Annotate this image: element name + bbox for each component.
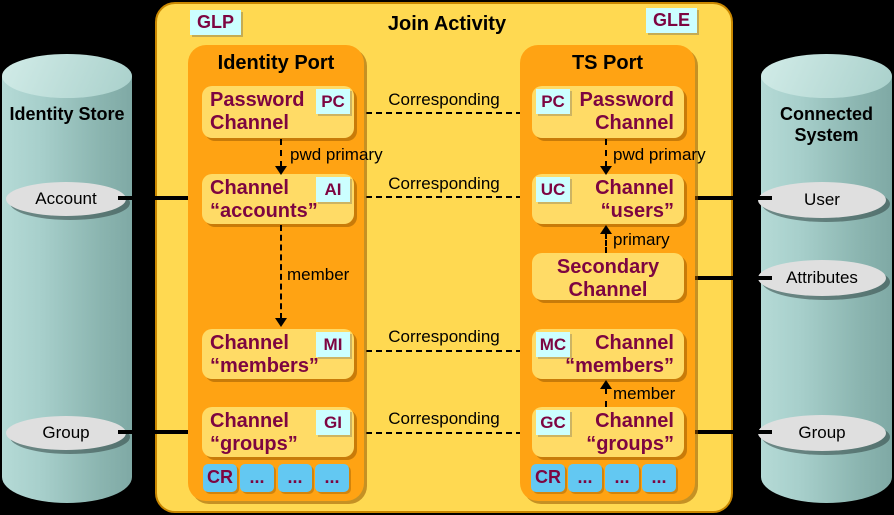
users-channel-line2: “users” <box>600 200 674 222</box>
gle-tag: GLE <box>646 8 698 33</box>
users-channel: UC Channel “users” <box>532 174 684 224</box>
connected-system-cylinder-top <box>761 54 892 98</box>
gi-tag: GI <box>316 410 350 435</box>
identity-port-title: Identity Port <box>217 52 335 74</box>
identity-store-label: Identity Store <box>2 104 132 125</box>
secondary-channel: Secondary Channel <box>532 253 684 301</box>
group-connector-line-right <box>686 430 772 434</box>
member-arrow-left <box>280 225 282 319</box>
attributes-entity: Attributes <box>758 260 886 296</box>
password-channel-left-line1: Password <box>210 89 305 111</box>
user-connector-line <box>682 196 772 200</box>
group-entity-right: Group <box>758 415 886 451</box>
cr-dots-right-1: ... <box>568 464 602 492</box>
pwd-primary-arrowhead-left <box>275 166 287 175</box>
page-title: Join Activity <box>387 13 507 35</box>
member-arrow-right <box>605 388 607 407</box>
cr-tag-right: CR <box>531 464 565 492</box>
pwd-primary-arrowhead-right <box>600 166 612 175</box>
pwd-primary-label-left: pwd primary <box>290 145 383 164</box>
accounts-channel-line1: Channel <box>210 177 289 199</box>
corresponding-link-groups <box>356 432 532 434</box>
groups-channel-left-line1: Channel <box>210 410 289 432</box>
gc-tag: GC <box>536 410 570 435</box>
primary-arrowhead <box>600 225 612 234</box>
pwd-primary-label-right: pwd primary <box>613 145 706 164</box>
member-arrowhead-left <box>275 318 287 327</box>
attributes-connector-line <box>682 276 772 280</box>
members-channel-left-line1: Channel <box>210 332 289 354</box>
pc-tag-right: PC <box>536 89 570 114</box>
password-channel-left: PC Password Channel <box>202 86 354 138</box>
pc-tag-left: PC <box>316 89 350 114</box>
identity-store-cylinder-top <box>2 54 132 98</box>
secondary-channel-line2: Channel <box>568 279 648 301</box>
cr-tag-left: CR <box>203 464 237 492</box>
password-channel-right-line2: Channel <box>595 112 674 134</box>
ts-port: TS Port PC Password Channel UC Channel “… <box>520 45 695 501</box>
members-channel-right-line1: Channel <box>595 332 674 354</box>
cr-dots-right-2: ... <box>605 464 639 492</box>
corresponding-link-members <box>356 350 532 352</box>
primary-label: primary <box>613 230 670 249</box>
users-channel-line1: Channel <box>595 177 674 199</box>
corresponding-label-groups: Corresponding <box>388 409 500 428</box>
mi-tag: MI <box>316 332 350 357</box>
pwd-primary-arrow-right <box>605 139 607 167</box>
groups-channel-right-line1: Channel <box>595 410 674 432</box>
corresponding-link-accounts-users <box>356 196 532 198</box>
secondary-channel-line1: Secondary <box>556 256 660 278</box>
groups-channel-right-line2: “groups” <box>586 433 674 455</box>
glp-tag: GLP <box>190 10 242 35</box>
corresponding-label-password: Corresponding <box>388 90 500 109</box>
account-connector-line <box>118 196 206 200</box>
corresponding-label-members: Corresponding <box>388 327 500 346</box>
ai-tag: AI <box>316 177 350 202</box>
cr-dots-left-1: ... <box>240 464 274 492</box>
uc-tag: UC <box>536 177 570 202</box>
member-label-right: member <box>613 384 676 403</box>
pwd-primary-arrow-left <box>280 139 282 167</box>
ts-port-title: TS Port <box>571 52 644 74</box>
identity-store-name: Identity Store <box>9 104 125 124</box>
group-connector-line-left <box>118 430 206 434</box>
groups-channel-left-line2: “groups” <box>210 433 298 455</box>
corresponding-label-accounts-users: Corresponding <box>388 174 500 193</box>
password-channel-right: PC Password Channel <box>532 86 684 138</box>
primary-arrow <box>605 233 607 253</box>
cr-dots-left-3: ... <box>315 464 349 492</box>
members-channel-left-line2: “members” <box>210 355 319 377</box>
groups-channel-left: GI Channel “groups” <box>202 407 354 457</box>
corresponding-link-password <box>356 112 532 114</box>
group-entity-left: Group <box>6 416 126 450</box>
members-channel-right-line2: “members” <box>565 355 674 377</box>
accounts-channel-line2: “accounts” <box>210 200 318 222</box>
connected-system-label: Connected System <box>761 104 892 146</box>
groups-channel-right: GC Channel “groups” <box>532 407 684 457</box>
account-entity: Account <box>6 182 126 216</box>
password-channel-right-line1: Password <box>579 89 674 111</box>
members-channel-right: MC Channel “members” <box>532 329 684 379</box>
connected-system-name: Connected System <box>779 104 873 145</box>
member-arrowhead-right <box>600 380 612 389</box>
cr-dots-left-2: ... <box>278 464 312 492</box>
member-label-left: member <box>287 265 350 284</box>
accounts-channel: AI Channel “accounts” <box>202 174 354 224</box>
members-channel-left: MI Channel “members” <box>202 329 354 379</box>
identity-port: Identity Port PC Password Channel AI Cha… <box>188 45 364 501</box>
cr-dots-right-3: ... <box>642 464 676 492</box>
user-entity: User <box>758 182 886 218</box>
password-channel-left-line2: Channel <box>210 112 289 134</box>
mc-tag: MC <box>536 332 570 357</box>
